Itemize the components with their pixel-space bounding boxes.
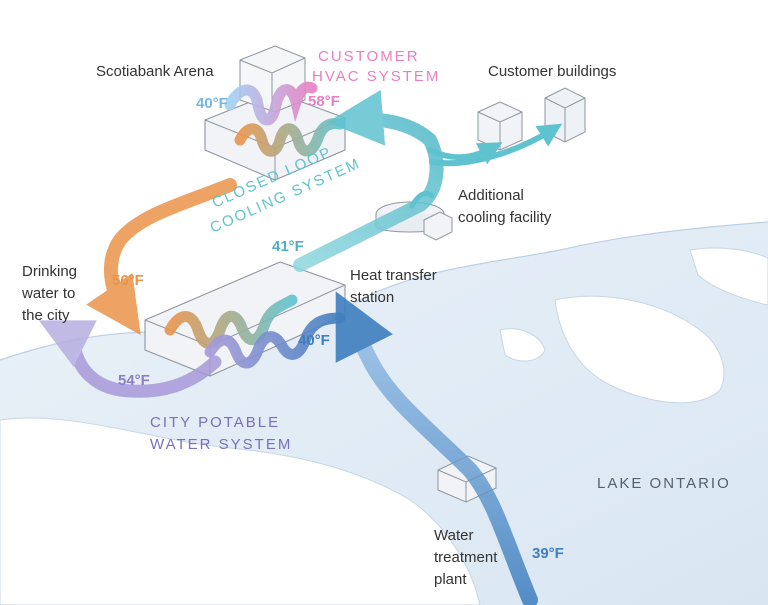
water-treatment-label-line2: treatment — [434, 549, 498, 566]
drinking-water-label-line1: Drinking — [22, 263, 78, 280]
temp-lake-intake-station: 40°F — [298, 332, 330, 349]
lake-intake-flow — [335, 291, 538, 605]
drinking-water-label-line2: water to — [22, 285, 76, 302]
customer-branch-flow-2 — [429, 123, 563, 167]
lake-ontario-label: LAKE ONTARIO — [597, 475, 731, 492]
city-potable-label-line2: WATER SYSTEM — [150, 436, 293, 453]
city-potable-label-line1: CITY POTABLE — [150, 414, 281, 431]
customer-hvac-label-line1: CUSTOMER — [318, 48, 420, 65]
temp-loop-return: 56°F — [112, 272, 144, 289]
customer-buildings-label: Customer buildings — [488, 63, 617, 80]
scotiabank-arena-label: Scotiabank Arena — [96, 63, 214, 80]
customer-hvac-label-line2: HVAC SYSTEM — [312, 68, 441, 85]
heat-transfer-label-line2: station — [350, 289, 395, 306]
cooling-facility-branch-flow — [409, 190, 435, 209]
additional-cooling-label-line2: cooling facility — [458, 209, 552, 226]
arena-loop-coil — [234, 118, 346, 157]
closed-loop-return-flow — [86, 178, 237, 336]
heat-transfer-label-line1: Heat transfer — [350, 267, 437, 284]
additional-cooling-label-line1: Additional — [458, 187, 524, 204]
temp-loop-supply: 41°F — [272, 238, 304, 255]
station-loop-coil — [164, 294, 298, 349]
temp-lake-intake: 39°F — [532, 545, 564, 562]
station-potable-coil — [204, 312, 346, 369]
temp-arena-supply: 40°F — [196, 95, 228, 112]
customer-branch-flow-1 — [427, 142, 503, 165]
temp-arena-return: 58°F — [308, 93, 340, 110]
temp-potable-out: 54°F — [118, 372, 150, 389]
water-treatment-label-line3: plant — [434, 571, 467, 588]
customer-buildings-illustration — [477, 87, 586, 151]
customer-hvac-coil — [224, 81, 318, 126]
drinking-water-label-line3: the city — [22, 307, 70, 324]
lake-ontario-water — [0, 221, 768, 605]
potable-water-flow — [38, 320, 222, 398]
water-treatment-label-line1: Water — [434, 527, 474, 544]
closed-loop-supply-flow — [293, 89, 444, 272]
